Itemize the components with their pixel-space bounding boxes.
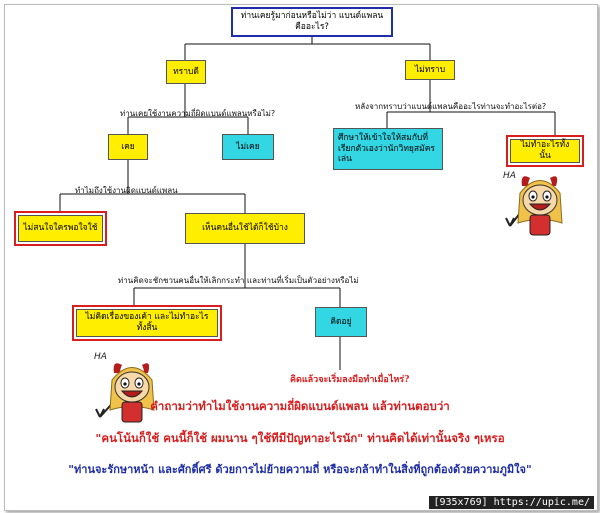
page-frame <box>4 4 598 511</box>
devil-character-bottom <box>92 355 172 430</box>
know-well-box: ทราบดี <box>166 60 206 84</box>
study-answer-text: ศึกษาให้เข้าใจให้สมกับที่เรียกตัวเองว่าน… <box>338 133 435 165</box>
dont-know-box: ไม่ทราบ <box>405 60 455 80</box>
devil-bottom-ha-text: HA <box>94 352 107 362</box>
after-knowing-question: หลังจากทราบว่าแบนด์แพลนคืออะไรท่านจะทำอะ… <box>355 102 547 111</box>
not-my-business-text: ไม่คิดเรื่องของเค้า และไม่ทำอะไรทั้งสิ้น <box>85 312 209 333</box>
do-nothing-answer-box: ไม่ทำอะไรทั้งนั้น <box>506 135 584 167</box>
image-size-watermark: [935x769] https://upic.me/ <box>429 496 594 509</box>
others-use-text: เห็นคนอื่นใช้ได้ก็ใช้บ้าง <box>202 223 288 234</box>
top-question-text: ท่านเคยรู้มาก่อนหรือไม่ว่า แบนด์แพลนคืออ… <box>240 11 384 32</box>
bottom-line-3: "ท่านจะรักษาหน้า และศักดิ์ศรี ด้วยการไม่… <box>68 463 532 476</box>
thinking-text: คิดอยู่ <box>330 316 352 327</box>
devil-character-top <box>500 168 580 243</box>
persuade-question: ท่านคิดจะชักชวนคนอื่นให้เลิกกระทำ และท่า… <box>118 276 359 285</box>
yes-used-box: เคย <box>108 134 148 160</box>
never-used-box: ไม่เคย <box>222 134 274 160</box>
bottom-line-2: "คนโน้นก็ใช้ คนนี้ก็ใช้ ผมนาน ๆใช้ทีมีปั… <box>95 431 505 445</box>
never-used-label: ไม่เคย <box>236 141 260 152</box>
used-wrong-question: ท่านเคยใช้งานความถี่ผิดแบนด์แพลนหรือไม่? <box>120 109 276 118</box>
yes-used-label: เคย <box>121 141 135 152</box>
thinking-box: คิดอยู่ <box>315 307 367 337</box>
know-well-label: ทราบดี <box>173 66 199 77</box>
dont-care-text: ไม่สนใจใครพอใจใช้ <box>23 223 98 234</box>
devil-top-ha-text: HA <box>503 171 516 181</box>
dont-care-box: ไม่สนใจใครพอใจใช้ <box>14 211 107 246</box>
others-use-box: เห็นคนอื่นใช้ได้ก็ใช้บ้าง <box>185 213 305 244</box>
do-nothing-answer-text: ไม่ทำอะไรทั้งนั้น <box>520 140 570 161</box>
when-start-thought: คิดแล้วจะเริ่มลงมือทำเมื่อไหร่? <box>290 375 410 385</box>
bottom-line-1: คำถามว่าทำไมใช้งานความถี่ผิดแบนด์แพลน แล… <box>150 399 450 413</box>
study-answer-box: ศึกษาให้เข้าใจให้สมกับที่เรียกตัวเองว่าน… <box>333 128 443 170</box>
dont-know-label: ไม่ทราบ <box>414 64 446 75</box>
top-question-box: ท่านเคยรู้มาก่อนหรือไม่ว่า แบนด์แพลนคืออ… <box>231 7 393 37</box>
why-question: ทำไมถึงใช้งานผิดแบนด์แพลน <box>75 186 178 195</box>
not-my-business-box: ไม่คิดเรื่องของเค้า และไม่ทำอะไรทั้งสิ้น <box>72 305 222 341</box>
